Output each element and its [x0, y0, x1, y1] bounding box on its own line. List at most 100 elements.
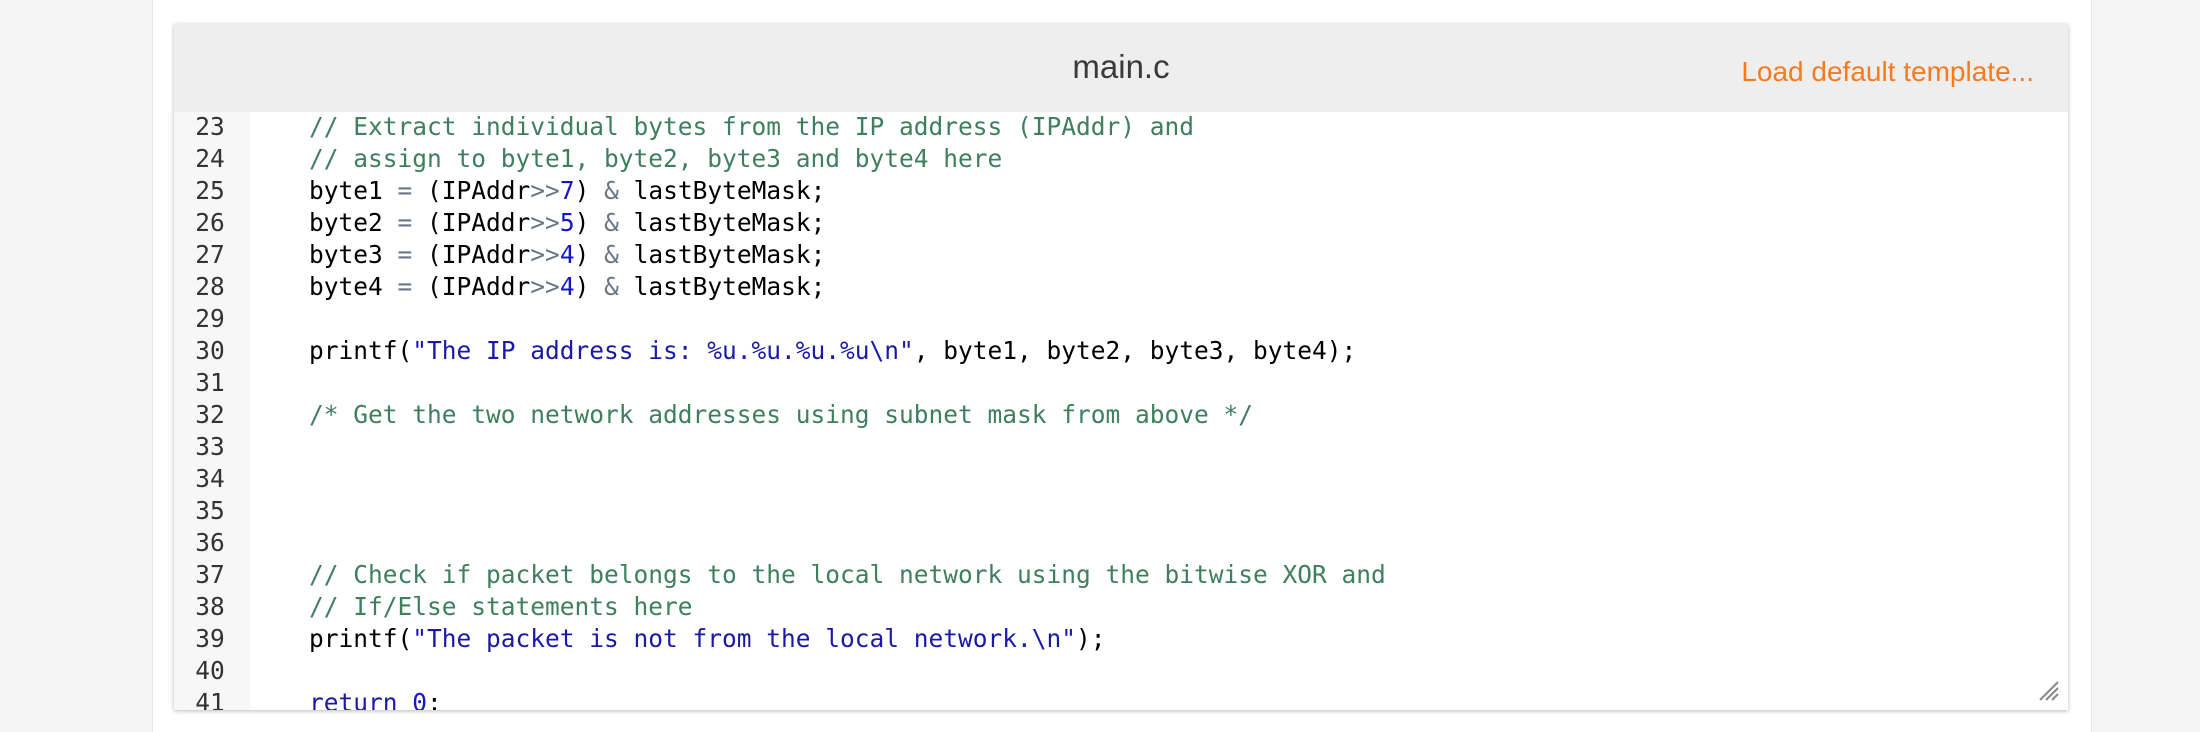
code-token: // If/Else statements here — [309, 592, 693, 621]
code-token: 7 — [559, 176, 575, 205]
code-token: lastByteMask; — [618, 272, 826, 301]
line-number: 37 — [195, 560, 225, 589]
line-number: 36 — [195, 528, 225, 557]
line-number: 38 — [195, 592, 225, 621]
code-token: & — [604, 272, 619, 301]
code-line[interactable]: 25 byte1 = (IPAddr>>7) & lastByteMask; — [174, 175, 2068, 207]
code-token: // assign to byte1, byte2, byte3 and byt… — [309, 144, 1003, 173]
code-token: "The packet is not from the local networ… — [412, 624, 1077, 653]
code-token: byte3 — [309, 240, 398, 269]
file-title: main.c — [1072, 48, 1170, 85]
code-token: // Check if packet belongs to the local … — [309, 560, 1386, 589]
code-text: byte3 = (IPAddr>>4) & lastByteMask; — [309, 239, 825, 271]
code-token: (IPAddr — [412, 240, 531, 269]
resize-handle-icon[interactable] — [2034, 676, 2060, 702]
code-token: /* Get the two network addresses using s… — [309, 400, 1254, 429]
code-token: // Extract individual bytes from the IP … — [309, 112, 1195, 141]
code-line[interactable]: 36 — [174, 527, 2068, 559]
line-number: 23 — [195, 112, 225, 141]
code-token: 5 — [559, 208, 575, 237]
code-line[interactable]: 38 // If/Else statements here — [174, 591, 2068, 623]
code-token: >> — [530, 240, 560, 269]
code-token: printf( — [309, 624, 413, 653]
line-number: 24 — [195, 144, 225, 173]
code-text: printf("The packet is not from the local… — [309, 623, 1106, 655]
code-text: /* Get the two network addresses using s… — [309, 399, 1253, 431]
code-token: (IPAddr — [412, 208, 531, 237]
code-token — [398, 688, 413, 710]
line-number: 34 — [195, 464, 225, 493]
code-line[interactable]: 37 // Check if packet belongs to the loca… — [174, 559, 2068, 591]
line-number: 26 — [195, 208, 225, 237]
code-line[interactable]: 40 — [174, 655, 2068, 687]
code-token: & — [604, 176, 619, 205]
code-token: byte4 — [309, 272, 398, 301]
code-token: = — [397, 272, 413, 301]
code-line[interactable]: 24 // assign to byte1, byte2, byte3 and b… — [174, 143, 2068, 175]
code-token: >> — [530, 208, 560, 237]
code-token: (IPAddr — [412, 176, 531, 205]
code-text: printf("The IP address is: %u.%u.%u.%u\n… — [309, 335, 1356, 367]
code-token: = — [397, 240, 413, 269]
code-token: ) — [574, 208, 605, 237]
code-token: lastByteMask; — [618, 208, 826, 237]
code-text: byte1 = (IPAddr>>7) & lastByteMask; — [309, 175, 825, 207]
code-token: ); — [1076, 624, 1106, 653]
code-line[interactable]: 32 /* Get the two network addresses using… — [174, 399, 2068, 431]
code-text: return 0; — [309, 687, 442, 710]
code-token: "The IP address is: %u.%u.%u.%u\n" — [412, 336, 914, 365]
code-text: // If/Else statements here — [309, 591, 693, 623]
line-number: 31 — [195, 368, 225, 397]
code-token: 0 — [412, 688, 428, 710]
code-line[interactable]: 29 — [174, 303, 2068, 335]
code-text: byte2 = (IPAddr>>5) & lastByteMask; — [309, 207, 825, 239]
code-token: ) — [574, 176, 605, 205]
load-default-template-link[interactable]: Load default template... — [1741, 56, 2034, 87]
code-area[interactable]: 23 // Extract individual bytes from the I… — [174, 112, 2068, 710]
code-line[interactable]: 33 — [174, 431, 2068, 463]
code-token: 4 — [559, 240, 575, 269]
code-text: // Extract individual bytes from the IP … — [309, 112, 1194, 143]
code-token: (IPAddr — [412, 272, 531, 301]
code-text: // Check if packet belongs to the local … — [309, 559, 1386, 591]
code-line[interactable]: 28 byte4 = (IPAddr>>4) & lastByteMask; — [174, 271, 2068, 303]
code-token: = — [397, 176, 413, 205]
code-line[interactable]: 27 byte3 = (IPAddr>>4) & lastByteMask; — [174, 239, 2068, 271]
code-token: ) — [574, 240, 605, 269]
code-line[interactable]: 31 — [174, 367, 2068, 399]
code-token: >> — [530, 176, 560, 205]
line-number: 33 — [195, 432, 225, 461]
line-number: 39 — [195, 624, 225, 653]
code-token: , byte1, byte2, byte3, byte4); — [913, 336, 1357, 365]
code-token: return — [309, 688, 398, 710]
code-token: & — [604, 208, 619, 237]
code-token: ; — [427, 688, 442, 710]
code-token: lastByteMask; — [618, 240, 826, 269]
code-line[interactable]: 35 — [174, 495, 2068, 527]
code-token: ) — [574, 272, 605, 301]
code-line[interactable]: 23 // Extract individual bytes from the I… — [174, 112, 2068, 143]
line-number: 41 — [195, 688, 225, 710]
code-line[interactable]: 30 printf("The IP address is: %u.%u.%u.%u… — [174, 335, 2068, 367]
line-number: 28 — [195, 272, 225, 301]
line-number: 35 — [195, 496, 225, 525]
editor-header: main.c Load default template... — [174, 24, 2068, 112]
line-number: 32 — [195, 400, 225, 429]
code-token: 4 — [559, 272, 575, 301]
code-line[interactable]: 39 printf("The packet is not from the loc… — [174, 623, 2068, 655]
line-number: 40 — [195, 656, 225, 685]
code-line[interactable]: 34 — [174, 463, 2068, 495]
line-number: 29 — [195, 304, 225, 333]
line-number: 25 — [195, 176, 225, 205]
line-number: 30 — [195, 336, 225, 365]
code-token: lastByteMask; — [618, 176, 826, 205]
code-token: = — [397, 208, 413, 237]
code-editor-panel: main.c Load default template... 23 // Ext… — [174, 24, 2068, 710]
code-token: >> — [530, 272, 560, 301]
code-text: // assign to byte1, byte2, byte3 and byt… — [309, 143, 1002, 175]
code-line[interactable]: 26 byte2 = (IPAddr>>5) & lastByteMask; — [174, 207, 2068, 239]
line-number-gutter — [174, 112, 250, 710]
code-text: byte4 = (IPAddr>>4) & lastByteMask; — [309, 271, 825, 303]
code-line[interactable]: 41 return 0; — [174, 687, 2068, 710]
line-number: 27 — [195, 240, 225, 269]
